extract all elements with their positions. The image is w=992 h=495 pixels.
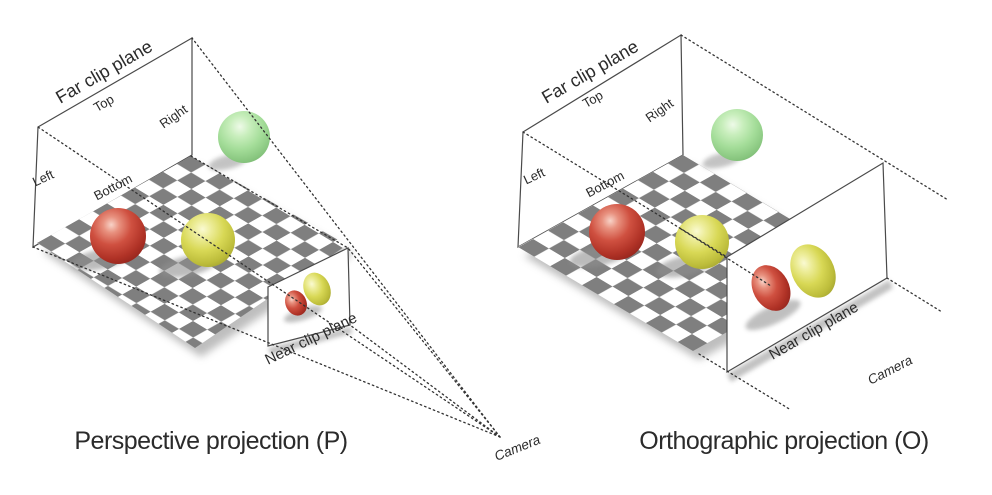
camera-label: Camera bbox=[865, 352, 915, 387]
frustum-ray-right-edge bbox=[190, 155, 501, 438]
orthographic-caption: Orthographic projection (O) bbox=[639, 427, 928, 455]
projected-spheres-shadow bbox=[745, 299, 801, 331]
projected-red-sphere bbox=[751, 265, 791, 311]
perspective-caption: Perspective projection (P) bbox=[74, 427, 347, 455]
frustum-ray-bottom-left bbox=[32, 246, 501, 438]
frustum-ray-top-left bbox=[37, 126, 501, 438]
projected-spheres-shadow bbox=[283, 305, 323, 323]
red-sphere bbox=[90, 208, 146, 264]
projected-yellow-sphere bbox=[303, 272, 331, 306]
frustum-ray-top-right bbox=[191, 37, 501, 438]
projection-ray-bottom-left bbox=[698, 353, 792, 411]
projected-red-sphere bbox=[285, 290, 307, 316]
perspective-diagram: Far clip plane Top Right Left Bottom Nea… bbox=[30, 36, 543, 464]
frustum-ray-bottom-right bbox=[349, 324, 501, 438]
orthographic-diagram: Far clip plane Top Right Left Bottom Nea… bbox=[517, 33, 949, 455]
projected-yellow-sphere bbox=[790, 244, 836, 298]
red-sphere bbox=[589, 204, 645, 260]
yellow-sphere bbox=[181, 213, 235, 267]
far-clip-plane bbox=[32, 36, 193, 249]
projection-ray-bottom-right bbox=[886, 277, 943, 313]
projection-ray-yellow-sphere bbox=[680, 228, 772, 287]
near-plane-shadow bbox=[727, 280, 893, 382]
green-sphere bbox=[711, 109, 763, 161]
green-sphere bbox=[218, 111, 270, 163]
near-plane-shadow bbox=[268, 327, 353, 355]
box-edge-top-right bbox=[680, 34, 949, 201]
